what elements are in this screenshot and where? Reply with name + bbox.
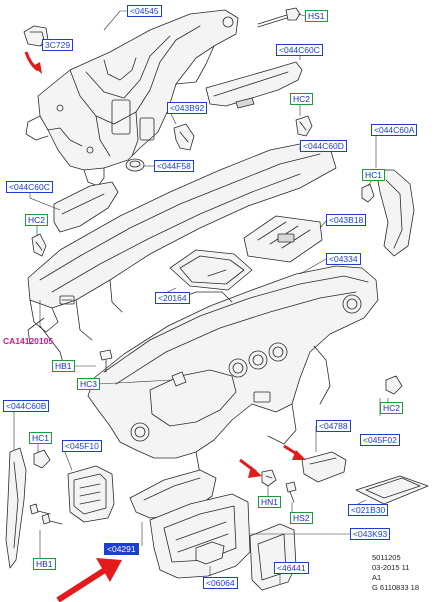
callout-044c60c-top[interactable]: <044C60C (276, 44, 323, 56)
bolt-hb1-mid (99, 349, 113, 373)
callout-20164[interactable]: <20164 (155, 292, 190, 304)
callout-04788[interactable]: <04788 (316, 420, 351, 432)
clip-hn1 (261, 469, 277, 487)
callout-hc2-top[interactable]: HC2 (290, 93, 314, 105)
callout-043b92[interactable]: <043B92 (167, 102, 208, 114)
callout-hc1-right[interactable]: HC1 (362, 169, 386, 181)
pillar-trim-044c60a (375, 169, 415, 257)
red-arrow-glovebox-icon (283, 444, 306, 460)
callout-hb1-mid[interactable]: HB1 (52, 360, 75, 372)
callout-044c60a[interactable]: <044C60A (371, 124, 418, 136)
footer-line-4: G 6110833 18 (372, 583, 419, 592)
knee-panel-043k93 (149, 493, 251, 579)
red-arrow-bottom-icon (56, 558, 122, 602)
bolt-hs1 (257, 7, 301, 28)
clip-hc2-top (295, 115, 313, 137)
callout-hc3[interactable]: HC3 (77, 378, 101, 390)
callout-hs1[interactable]: HS1 (305, 10, 328, 22)
dashboard-body-04334 (87, 265, 379, 483)
clip-hc3 (171, 371, 187, 387)
footer-line-2: 03-2015 11 (372, 563, 410, 572)
red-arrow-hn1-icon (239, 458, 262, 478)
callout-045f10[interactable]: <045F10 (62, 440, 102, 452)
callout-044c60c-left[interactable]: <044C60C (6, 181, 53, 193)
callout-043k93[interactable]: <043K93 (350, 528, 391, 540)
callout-043b18[interactable]: <043B18 (326, 214, 367, 226)
callout-hn1[interactable]: HN1 (258, 496, 282, 508)
callout-46441[interactable]: <46441 (274, 562, 309, 574)
callout-hs2[interactable]: HS2 (290, 512, 313, 524)
callout-04334[interactable]: <04334 (326, 253, 361, 265)
clip-hc1-right (361, 183, 375, 203)
callout-hc2-right[interactable]: HC2 (380, 402, 404, 414)
tray-021b30 (355, 475, 429, 505)
callout-hc1-left[interactable]: HC1 (29, 432, 53, 444)
callout-hb1-bottom[interactable]: HB1 (33, 558, 56, 570)
grille-043b18 (243, 215, 323, 263)
callout-044f58[interactable]: <044F58 (154, 160, 194, 172)
callout-04291[interactable]: <04291 (104, 543, 139, 555)
module-045f10 (67, 465, 115, 523)
trim-strip-044c60c-left (53, 181, 119, 233)
reference-code: CA14120105 (3, 336, 54, 346)
callout-04545[interactable]: <04545 (127, 5, 162, 17)
trim-strip-044c60c-top (205, 61, 303, 109)
callout-3c729[interactable]: 3C729 (42, 39, 74, 51)
callout-044c60d[interactable]: <044C60D (300, 140, 347, 152)
clip-hc2-right (385, 375, 403, 395)
callout-044c60b[interactable]: <044C60B (3, 400, 50, 412)
glovebox-04788 (301, 451, 347, 483)
bin-06064 (195, 541, 225, 565)
footer-line-3: A1 (372, 573, 382, 582)
clip-hc1-left (33, 449, 51, 469)
bracket-043b92 (173, 123, 195, 151)
footer-line-1: 5011205 (372, 553, 401, 562)
screw-hs2 (285, 481, 297, 503)
callout-021b30[interactable]: <021B30 (348, 504, 389, 516)
side-panel-044c60b (5, 447, 27, 569)
clip-hc2-left (31, 233, 47, 257)
cap-044f58 (125, 158, 145, 172)
callout-hc2-left[interactable]: HC2 (25, 214, 49, 226)
cover-20164 (169, 249, 253, 291)
red-arrow-top-icon (24, 51, 42, 74)
footer-info: 5011205 03-2015 11 A1 G 6110833 18 (372, 553, 419, 593)
dash-top-panel-044c60d (27, 141, 337, 367)
callout-045f02[interactable]: <045F02 (360, 434, 400, 446)
callout-06064[interactable]: <06064 (203, 577, 238, 589)
cross-car-beam (25, 9, 239, 187)
bolts-hb1-bottom (29, 503, 63, 525)
